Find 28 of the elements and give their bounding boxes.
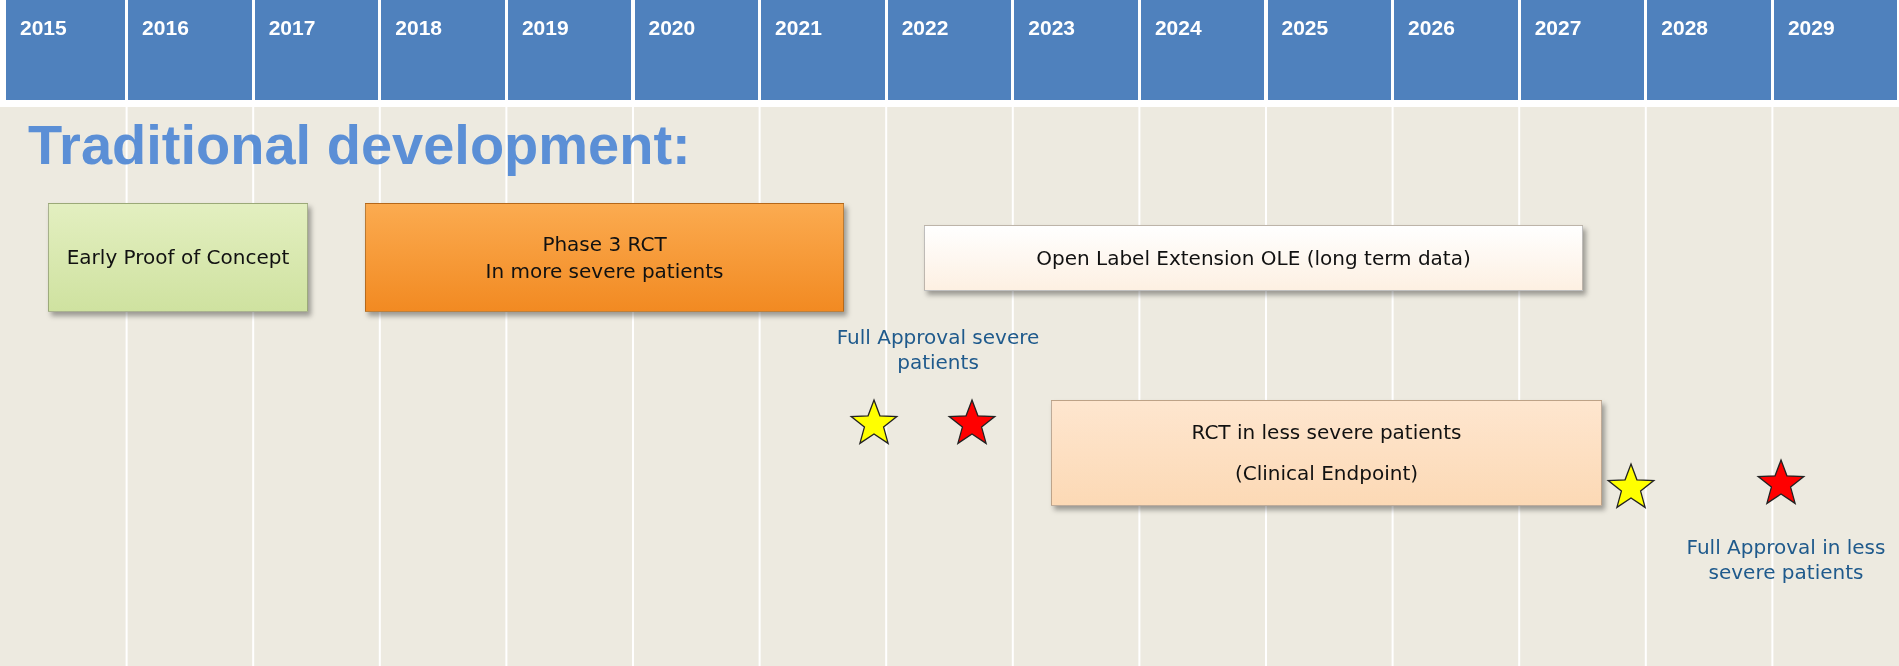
phase-text: Early Proof of Concept <box>65 244 291 271</box>
phase-text: In more severe patients <box>484 257 725 285</box>
diagram-title: Traditional development: <box>28 112 691 177</box>
phase-text: RCT in less severe patients <box>1190 419 1463 446</box>
phase-bar <box>924 225 1583 291</box>
year-label: 2022 <box>901 16 949 40</box>
year-label: 2027 <box>1534 16 1582 40</box>
phase-bar <box>1051 400 1602 506</box>
phase-text: (Clinical Endpoint) <box>1233 460 1420 487</box>
phase-bar <box>48 203 308 312</box>
year-label: 2016 <box>142 16 189 40</box>
year-label: 2021 <box>775 16 822 40</box>
phase-bar <box>365 203 844 312</box>
year-label: 2018 <box>395 16 442 40</box>
year-label: 2020 <box>648 16 696 40</box>
milestone-label: Full Approval severe patients <box>835 325 1041 375</box>
year-label: 2025 <box>1281 16 1329 40</box>
phase-text: Phase 3 RCT <box>541 230 668 258</box>
year-label: 2023 <box>1028 16 1075 40</box>
year-label: 2015 <box>20 16 67 40</box>
year-label: 2019 <box>521 16 569 40</box>
year-label: 2017 <box>268 16 316 40</box>
milestone-label: Full Approval in less severe patients <box>1686 535 1886 585</box>
year-label: 2024 <box>1154 16 1202 40</box>
phase-text: Open Label Extension OLE (long term data) <box>1035 244 1472 272</box>
year-label: 2026 <box>1408 16 1455 40</box>
year-label: 2029 <box>1787 16 1835 40</box>
year-label: 2028 <box>1661 16 1708 40</box>
